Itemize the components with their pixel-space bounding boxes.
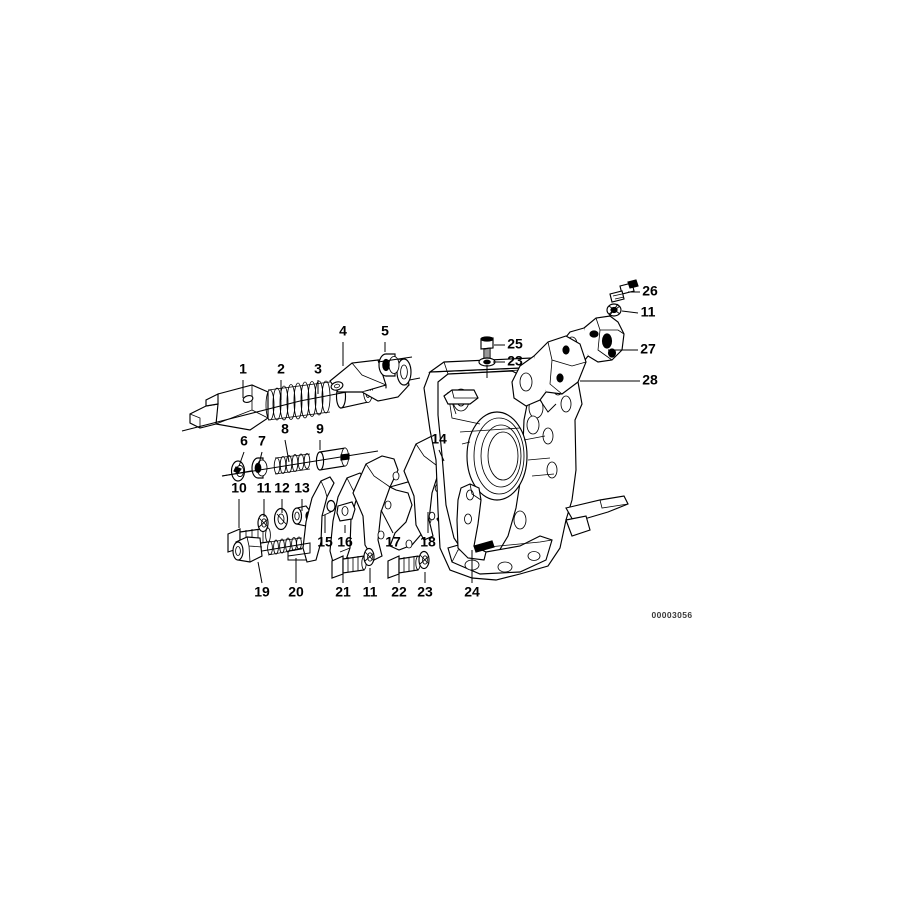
callout-number: 16 [337,534,353,550]
callout-19: 19 [254,561,270,600]
callout-10: 10 [231,480,247,528]
callout-9: 9 [316,421,324,450]
part-1-selector-shaft [181,384,301,432]
callout-number: 6 [240,433,248,449]
callout-20: 20 [288,558,304,600]
callout-16: 16 [337,525,353,550]
callout-8: 8 [281,421,290,463]
callout-number: 19 [254,584,270,600]
part-22-hex-bolt [387,555,421,579]
callout-1: 1 [239,361,247,398]
callout-2: 2 [277,361,285,400]
callout-number: 17 [385,534,401,550]
callout-number: 18 [420,534,436,550]
callout-22: 22 [391,570,407,600]
part-9-detent-sleeve [221,447,379,477]
callout-23: 23 [493,353,523,369]
part-19-detent-plug [232,536,263,563]
callout-number: 7 [258,433,266,449]
callout-number: 11 [257,480,272,496]
part-8-small-spring [273,453,311,475]
callout-18: 18 [420,512,436,550]
callout-number: 9 [316,421,324,437]
callout-11: 11 [363,568,378,600]
callout-28: 28 [580,372,658,388]
callout-number: 14 [431,431,447,447]
callout-25: 25 [494,336,523,352]
callout-number: 8 [281,421,289,437]
callout-number: 26 [642,283,658,299]
callout-leader-line [257,561,263,584]
callout-13: 13 [294,480,310,511]
part-5-collar [377,353,413,377]
callout-leader-line [438,449,445,462]
callout-7: 7 [258,433,266,465]
callout-number: 11 [363,584,378,600]
callout-number: 20 [288,584,304,600]
callout-number: 10 [231,480,247,496]
callout-number: 27 [640,341,656,357]
part-11-lock-washer-left [257,513,269,533]
part-26-screw [609,279,639,303]
callout-number: 1 [239,361,247,377]
callout-number: 12 [274,480,290,496]
callout-6: 6 [238,433,248,467]
part-11-lock-washer-bottom [363,547,375,567]
callout-17: 17 [380,509,401,550]
part-2-coil-spring [265,380,331,421]
callout-leader-line [284,439,290,463]
callout-12: 12 [274,480,290,513]
callout-number: 21 [335,584,351,600]
callout-leader-line [258,451,263,465]
callout-23: 23 [417,572,433,600]
callout-leader-line [380,509,394,534]
callout-27: 27 [608,341,656,357]
callout-4: 4 [339,323,347,366]
callout-number: 11 [641,304,656,320]
callout-number: 23 [507,353,523,369]
callout-number: 23 [417,584,433,600]
part-23-lock-washer-bottom [418,550,430,570]
part-12-washer [273,507,289,531]
callout-leader-line [238,451,245,467]
callout-11: 11 [257,480,272,517]
part-24-bracket [456,483,495,561]
callout-26: 26 [628,283,658,299]
callout-number: 13 [294,480,310,496]
callout-number: 3 [314,361,322,377]
callout-11: 11 [621,304,656,320]
callout-5: 5 [381,323,389,352]
part-21-hex-bolt [331,555,367,579]
part-20-detent-spring [261,536,311,557]
callout-number: 28 [642,372,658,388]
callout-number: 25 [507,336,523,352]
callout-number: 2 [277,361,285,377]
callout-14: 14 [431,431,447,462]
callout-number: 4 [339,323,347,339]
callout-24: 24 [464,550,480,600]
callout-number: 15 [317,534,333,550]
reference-code: 00003056 [651,610,692,620]
callout-21: 21 [335,570,351,600]
callout-number: 22 [391,584,407,600]
callout-number: 5 [381,323,389,339]
callout-number: 24 [464,584,480,600]
callout-3: 3 [314,361,322,394]
part-28-selector-rod [511,335,587,413]
callout-15: 15 [317,515,333,550]
callout-leader-line [621,310,639,314]
